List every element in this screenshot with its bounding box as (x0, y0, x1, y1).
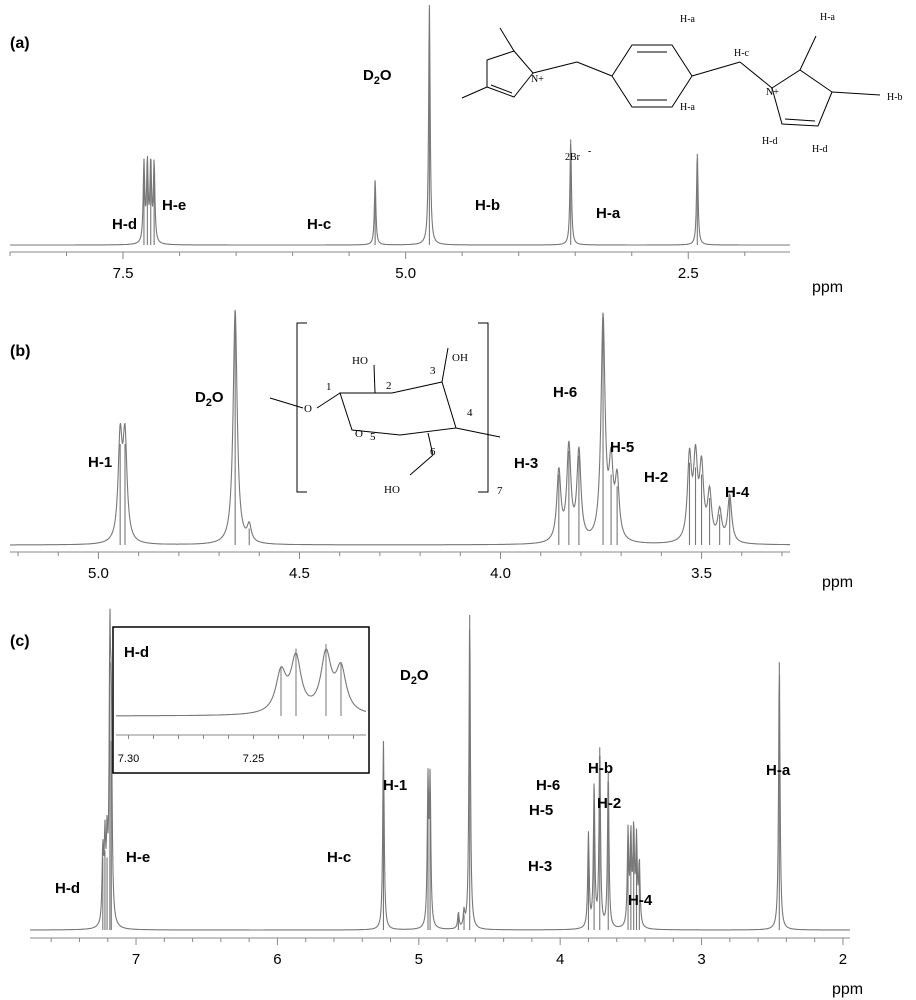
spectrum-trace (10, 310, 790, 546)
x-tick-label: 5.0 (88, 565, 109, 582)
x-tick-label: 4.0 (490, 565, 511, 582)
x-tick-label: 6 (273, 951, 281, 968)
counterion-label: 2Br (565, 152, 581, 163)
inset-label: H-d (124, 644, 149, 661)
right-bracket (478, 322, 489, 493)
structure-label-o: O (304, 403, 312, 415)
x-tick-label: 2.5 (678, 265, 699, 282)
peak-label-h-6: H-6 (536, 777, 560, 794)
structure-label-h-a: H-a (820, 12, 836, 23)
right-imidazolium-ring (771, 69, 833, 127)
peak-label-h-6: H-6 (553, 384, 577, 401)
x-tick-label: 5 (415, 951, 423, 968)
structure-label-h-c: H-c (734, 48, 750, 59)
inset-tick-label: 7.30 (118, 753, 139, 765)
n-plus-right: N+ (766, 87, 779, 98)
peak-label-h-2: H-2 (644, 469, 668, 486)
peak-label-h-a: H-a (596, 205, 621, 222)
peak-label-h-a: H-a (766, 762, 791, 779)
peak-label-h-4: H-4 (725, 484, 750, 501)
peak-label-h-c: H-c (327, 849, 351, 866)
panel-label: (b) (10, 343, 30, 360)
peak-label-d2o: D2O (195, 389, 224, 409)
structure-label-3: 3 (430, 365, 436, 377)
structure-label-1: 1 (326, 381, 332, 393)
x-tick-label: 5.0 (395, 265, 416, 282)
panel-label: (c) (10, 633, 30, 650)
x-tick-label: 2 (839, 951, 847, 968)
spectrum-trace (10, 8, 790, 246)
x-axis-label: ppm (822, 574, 853, 591)
x-tick-label: 7 (132, 951, 140, 968)
x-axis-label: ppm (832, 981, 863, 998)
structure-a (461, 27, 881, 127)
structure-label-6: 6 (430, 446, 436, 458)
peak-label-h-1: H-1 (88, 454, 112, 471)
structure-label-o: O (355, 428, 363, 440)
left-bracket (296, 322, 307, 493)
structure-label-h-d: H-d (762, 136, 778, 147)
peak-label-h-b: H-b (588, 760, 613, 777)
x-tick-label: 4.5 (289, 565, 310, 582)
structure-label-ho: HO (352, 355, 368, 367)
x-tick-label: 4 (556, 951, 564, 968)
structure-label-h-a: H-a (680, 102, 696, 113)
structure-label-h-a: H-a (680, 14, 696, 25)
peak-label-h-d: H-d (112, 216, 137, 233)
spectrum-trace (30, 608, 850, 931)
peak-label-h-1: H-1 (383, 777, 407, 794)
peak-label-d2o: D2O (400, 667, 429, 687)
x-tick-label: 3.5 (691, 565, 712, 582)
peak-label-h-e: H-e (162, 197, 186, 214)
peak-label-h-b: H-b (475, 197, 500, 214)
peak-label-h-3: H-3 (528, 858, 552, 875)
left-imidazolium-ring (486, 50, 534, 98)
inset-tick-label: 7.25 (243, 753, 264, 765)
x-tick-label: 7.5 (113, 265, 134, 282)
inset-trace (116, 648, 367, 717)
peak-label-h-2: H-2 (597, 795, 621, 812)
peak-label-d2o: D2O (363, 67, 392, 87)
benzene-ring (611, 44, 693, 108)
structure-label-5: 5 (370, 431, 376, 443)
n-plus-left: N+ (531, 74, 544, 85)
structure-label-h-d: H-d (812, 144, 828, 155)
structure-label-2: 2 (386, 380, 392, 392)
panel-b: 5.0 4.5 4.0 3.5 ppm (b) H-1 H-6H-5H-3H-2H-4 D2O 1… (10, 310, 853, 591)
structure-label-7: 7 (497, 485, 503, 497)
structure-label-h-b: H-b (887, 92, 903, 103)
peak-label-h-d: H-d (55, 880, 80, 897)
panel-label: (a) (10, 35, 30, 52)
structure-label-4: 4 (467, 407, 473, 419)
counterion-charge: - (588, 146, 591, 157)
peak-label-h-c: H-c (307, 216, 331, 233)
structure-label-ho: HO (384, 484, 400, 496)
x-axis-label: ppm (812, 279, 843, 296)
structure-label-oh: OH (452, 352, 468, 364)
peak-label-h-e: H-e (126, 849, 150, 866)
peak-label-h-5: H-5 (610, 439, 634, 456)
inset-frame (112, 626, 370, 774)
peak-label-h-4: H-4 (628, 892, 653, 909)
x-tick-label: 3 (697, 951, 705, 968)
structure-b (269, 322, 501, 493)
peak-label-h-5: H-5 (529, 802, 553, 819)
inset-h-d: 7.30 7.25 H-d (116, 644, 367, 765)
peak-label-h-3: H-3 (514, 455, 538, 472)
